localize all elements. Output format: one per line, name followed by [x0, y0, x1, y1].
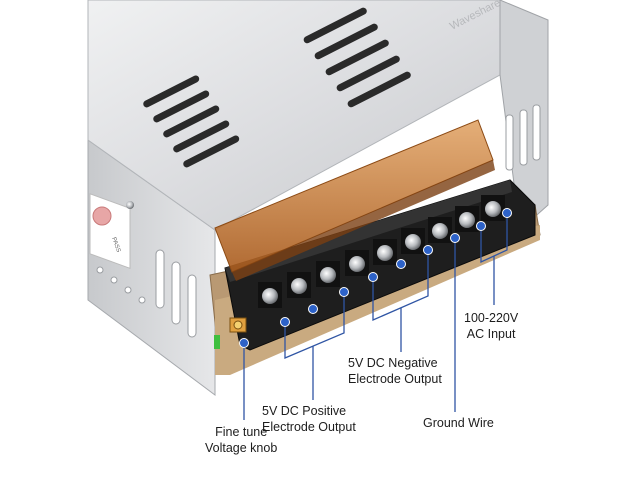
knob-line2: Voltage knob: [205, 441, 278, 455]
negative-output-line2: Electrode Output: [348, 372, 442, 386]
screw-terminals: [258, 195, 505, 308]
terminal-8: [455, 206, 479, 232]
terminal-9: [481, 195, 505, 221]
negative-output-line1: 5V DC Negative: [348, 356, 438, 370]
positive-output-label: 5V DC Positive Electrode Output: [262, 403, 356, 435]
led-indicator: [214, 335, 220, 349]
terminal-5: [373, 239, 397, 265]
terminal-7: [428, 217, 452, 243]
ac-input-line1: 100-220V: [464, 311, 519, 325]
terminal-1: [258, 282, 282, 308]
pass-sticker: PASS: [89, 193, 131, 269]
top-vents-left: [143, 75, 240, 168]
side-vents: [155, 249, 197, 338]
knob-line1: Fine tune: [215, 425, 268, 439]
terminal-3: [316, 261, 340, 287]
terminal-2: [287, 272, 311, 298]
ground-wire-label: Ground Wire: [423, 415, 494, 431]
positive-output-line1: 5V DC Positive: [262, 404, 347, 418]
ac-input-line2: AC Input: [466, 327, 516, 341]
ac-input-label: 100-220V AC Input: [464, 310, 518, 342]
callout-lines: [243, 213, 508, 420]
pass-sticker-text: PASS: [110, 237, 121, 254]
knob-label: Fine tune Voltage knob: [205, 424, 277, 456]
terminal-4: [345, 250, 369, 276]
top-vents-right: [303, 7, 411, 108]
ground-wire-line1: Ground Wire: [423, 416, 494, 430]
callout-dots: [239, 208, 512, 348]
positive-output-line2: Electrode Output: [262, 420, 356, 434]
terminal-6: [401, 228, 425, 254]
negative-output-label: 5V DC Negative Electrode Output: [348, 355, 442, 387]
voltage-knob: [229, 317, 247, 333]
